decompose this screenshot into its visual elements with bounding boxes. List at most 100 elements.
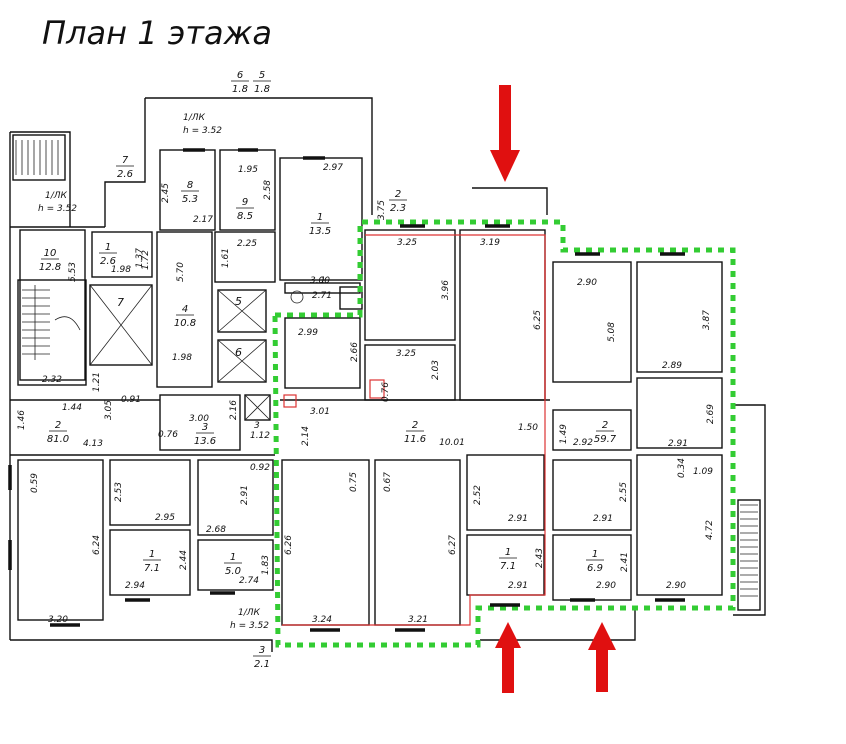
tag-1lk-left: 1/ЛК [45,191,68,201]
dimension-label: 6.26 [284,535,294,555]
corridor-label-main-number: 2 [412,420,418,431]
corridor-label-main: 211.6 [404,420,426,445]
dimension-label: 2.58 [263,180,273,200]
dimension-label: 2.89 [662,361,682,371]
elevator-7-label: 7 [117,296,124,309]
dimension-label: 6.25 [533,310,543,330]
room-3-area: 13.6 [194,436,216,447]
room-1-right-area: 6.9 [587,563,603,574]
room-7-top: 72.6 [116,155,134,180]
dimension-label: 1.95 [238,165,258,175]
dimension-label: 1.44 [62,403,82,413]
corridor-label-top-center-number: 2 [395,189,401,200]
dimension-label: 2.14 [301,426,311,446]
dimension-label: 3.25 [396,349,416,359]
room-1-left-b-number: 1 [230,552,236,563]
room-4-number: 4 [182,304,188,315]
height-top: h = 3.52 [183,126,222,136]
room-8-number: 8 [187,180,193,191]
height-left: h = 3.52 [38,204,77,214]
room-7-top-area: 2.6 [117,169,133,180]
dimension-label: 2.91 [240,485,250,505]
dimension-label: 5.08 [607,322,617,342]
dimension-label: 1.46 [17,410,27,430]
arrow-top [490,85,520,182]
room-6-number: 6 [237,70,243,81]
room-5-top: 51.8 [253,70,271,95]
dimension-label: 3.25 [397,238,417,248]
dimension-label: 1.83 [261,555,271,575]
left-block-walls [10,149,363,621]
dimension-label: 2.43 [535,548,545,568]
dimension-label: 2.69 [706,404,716,424]
dimension-label: 2.90 [666,581,686,591]
dimension-label: 3.01 [310,407,330,417]
corridor-label-top-center: 22.3 [389,189,407,214]
dimension-label: 1.37 [135,248,145,268]
room-1-label: 1 [320,276,326,286]
room-9-area: 8.5 [237,211,253,222]
dimension-label: 0.34 [677,458,687,478]
dimension-label: 2.16 [229,400,239,420]
dimension-label: 3.21 [408,615,428,625]
outer-walls [9,97,766,652]
room-1-center-area: 7.1 [500,561,516,572]
room-9-number: 9 [242,197,248,208]
room-1-left-b-area: 5.0 [225,566,241,577]
dimension-label: 3.87 [702,310,712,330]
elevator-6-label: 6 [235,346,242,359]
room-6: 61.8 [231,70,249,95]
room-1-center-number: 1 [505,547,511,558]
height-bottom: h = 3.52 [230,621,269,631]
dimension-label: 0.67 [383,472,393,492]
corridor-label-main-area: 11.6 [404,434,426,445]
room-1-top: 113.5 [309,212,331,237]
room-1-small: 12.6 [99,242,117,267]
dimension-label: 1.98 [172,353,192,363]
dimension-label: 2.91 [593,514,613,524]
room-6-area: 1.8 [232,84,248,95]
dimension-label: 3.24 [312,615,332,625]
dimension-label: 1.12 [250,431,270,441]
dimension-label: 0.59 [30,473,40,493]
dimension-label: 2.52 [473,485,483,505]
dimension-label: 3.75 [377,200,387,220]
corridor-label-right-number: 2 [602,420,608,431]
dimension-label: 2.03 [431,360,441,380]
dimension-label: 0.91 [121,395,141,405]
dimension-label: 6.27 [448,535,458,555]
stair-top-left [12,134,66,181]
room-1-center: 17.1 [499,547,517,572]
dimension-label: 2.66 [350,342,360,362]
dimension-label: 2.99 [298,328,318,338]
room-8: 85.3 [181,180,199,205]
dimension-label: 2.71 [312,291,332,301]
room-4: 410.8 [174,304,196,329]
dimension-label: 1.98 [111,265,131,275]
dimension-label: 2.90 [577,278,597,288]
dimension-label: 2.45 [161,183,171,203]
dimension-label: 2.74 [239,576,259,586]
dimension-label: 1.50 [518,423,538,433]
arrow-bottom-right [588,622,616,692]
dimension-label: 0.92 [250,463,270,473]
room-1-small-number: 1 [105,242,111,253]
room-1-small-area: 2.6 [100,256,116,267]
dimension-label: 2.94 [125,581,145,591]
dimension-label: 1.21 [92,372,102,392]
dimension-label: 2.91 [668,439,688,449]
dimension-label: 10.01 [439,438,465,448]
dimension-label: 2.97 [323,163,343,173]
room-1-left-a-number: 1 [149,549,155,560]
plan-title: План 1 этажа [42,14,272,52]
dimension-label: 2.44 [179,550,189,570]
dimension-label: 4.72 [705,520,715,540]
dimension-label: 2.91 [508,514,528,524]
tag-1lk-top: 1/ЛК [183,113,206,123]
